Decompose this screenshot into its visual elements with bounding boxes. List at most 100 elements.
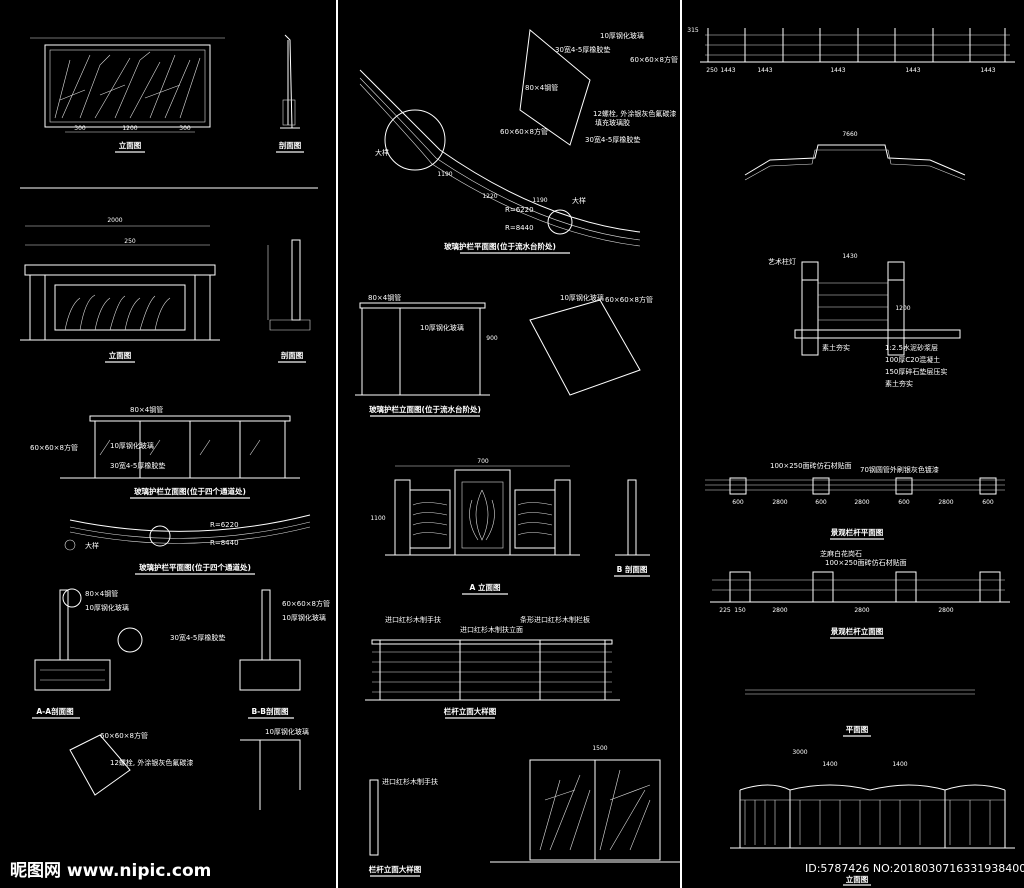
railing-section-detail: 1430 1200 艺术柱灯 素土夯实 1:2.5水泥砂浆层 100厚C20混凝… [768,253,961,388]
dim-label: 1400 [892,761,907,768]
dim-label: 600 [982,499,994,506]
annotation: 12螺栓, 外涂银灰色氟碳漆 [593,109,676,118]
dim-label: 2800 [772,499,787,506]
river-section: 7660 [744,131,966,181]
annotation: 1:2.5水泥砂浆层 [885,343,938,352]
dim-label: 2000 [107,217,122,224]
dim-label: 225 [719,607,731,614]
annotation: 100×250面砖仿石材贴面 [825,558,907,567]
annotation: 大样 [375,148,389,157]
dim-label: 2800 [854,607,869,614]
drawing-title: 立面图 [109,350,132,360]
drawing-title: 景观栏杆平面图 [831,527,884,537]
dim-label: 1220 [482,193,497,200]
drawing-title: 立面图 [846,874,869,884]
left-elevation-1: 1200 300 300 立面图 [30,37,225,153]
annotation: 填充玻璃胶 [595,118,630,127]
annotation: 100×250面砖仿石材贴面 [770,461,852,470]
watermark-id: ID:5787426 NO:20180307163319384000 [805,862,1024,875]
dim-label: 2800 [938,607,953,614]
dim-label: 2800 [938,499,953,506]
a-elevation: 700 1100 A 立面图 [370,458,580,595]
drawing-title: 景观栏杆立面图 [831,626,884,636]
dim-label: R=6220 [210,521,239,529]
drawing-title: 玻璃护栏立面图(位于流水台阶处) [369,404,481,414]
plan-view: 平面图 [745,689,975,737]
drawing-title: A 立面图 [470,582,501,592]
dim-label: 1443 [757,67,772,74]
annotation: 30宽4-5厚橡胶垫 [170,633,225,642]
annotation: 70钢圆管外刷银灰色镀漆 [860,465,939,474]
dim-label: 150 [734,607,746,614]
drawing-title: 玻璃护栏平面图(位于流水台阶处) [444,241,556,251]
elevation-view: 3000 1400 1400 立面图 [730,749,1015,886]
annotation: 芝麻白花岗石 [820,549,862,558]
dim-label: 1190 [532,197,547,204]
annotation: 80×4钢管 [525,83,558,92]
landscape-railing-plan: 100×250面砖仿石材贴面 70钢圆管外刷银灰色镀漆 600 2800 600… [705,461,1005,540]
annotation: 10厚钢化玻璃 [560,293,604,302]
annotation: 150厚碎石垫层压实 [885,367,947,376]
dim-label: 1190 [437,171,452,178]
glass-railing-elevation-channels: 80×4钢管 10厚钢化玻璃 60×60×8方管 30宽4-5厚橡胶垫 玻璃护栏… [30,405,300,499]
annotation: 10厚钢化玻璃 [282,613,326,622]
dim-label: 3000 [792,749,807,756]
left-section-2: 剖面图 [267,239,311,363]
landscape-railing-top-elevation: 315 250 1443 1443 1443 1443 1443 [687,27,1015,74]
dim-label: 1500 [592,745,607,752]
drawing-title: 栏杆立面大样图 [369,864,422,874]
railing-detail-2: 进口红杉木制手扶 栏杆立面大样图 1500 [369,745,680,877]
aa-section: 10厚钢化玻璃 80×4钢管 A-A剖面图 [32,588,129,719]
annotation: 30宽4-5厚橡胶垫 [555,45,610,54]
watermark-site: 昵图网 www.nipic.com [10,861,211,881]
annotation: 进口红杉木制扶立面 [460,625,523,634]
dim-label: 1400 [822,761,837,768]
drawing-title: 平面图 [846,725,869,734]
dim-label: 1200 [895,305,910,312]
drawing-title: 剖面图 [281,350,304,360]
dim-label: 315 [687,27,699,34]
left-section-1: 剖面图 [276,34,304,153]
annotation: 80×4钢管 [130,405,163,414]
dim-label: R=8440 [210,539,239,547]
annotation: 60×60×8方管 [605,295,653,304]
drawing-title: A-A剖面图 [36,706,74,716]
drawing-title: 玻璃护栏立面图(位于四个通道处) [134,486,246,496]
dim-label: R=6220 [505,206,534,214]
glass-railing-plan-channels: 大样 R=6220 R=8440 玻璃护栏平面图(位于四个通道处) [64,514,311,575]
dim-label: 1200 [122,125,137,132]
drawing-title: 栏杆立面大样图 [444,706,497,716]
annotation: 60×60×8方管 [30,443,78,452]
annotation: 素土夯实 [885,379,913,388]
dim-label: 1443 [720,67,735,74]
drawing-title: 立面图 [119,140,142,150]
annotation: 30宽4-5厚橡胶垫 [585,135,640,144]
drawing-title: 剖面图 [279,140,302,150]
dim-label: 1443 [830,67,845,74]
b-section: B 剖面图 [614,479,650,577]
annotation: 60×60×8方管 [282,599,330,608]
dim-label: 1430 [842,253,857,260]
left-elevation-2: 2000 250 立面图 [20,217,220,363]
dim-label: 250 [124,238,136,245]
annotation: 10厚钢化玻璃 [110,441,154,450]
landscape-railing-elevation: 芝麻白花岗石 100×250面砖仿石材贴面 225 150 2800 2800 … [710,549,1010,639]
dim-label: 700 [477,458,489,465]
annotation: 10厚钢化玻璃 [265,727,309,736]
annotation: 大样 [85,541,99,550]
annotation: 80×4钢管 [368,293,401,302]
drawing-title: B-B剖面图 [251,706,289,716]
dim-label: 1443 [980,67,995,74]
annotation: 10厚钢化玻璃 [600,31,644,40]
dim-label: 1100 [370,515,385,522]
annotation: 条形进口红杉木制栏板 [520,615,590,624]
dim-label: R=8440 [505,224,534,232]
railing-detail-1: 进口红杉木制手扶 进口红杉木制扶立面 条形进口红杉木制栏板 栏杆立面大样图 [365,615,620,719]
annotation: 10厚钢化玻璃 [420,323,464,332]
glass-railing-elevation-steps: 80×4钢管 10厚钢化玻璃 900 玻璃护栏立面图(位于流水台阶处) 10厚钢… [355,293,653,417]
detail-nodes: 60×60×8方管 12螺栓, 外涂银灰色氟碳漆 10厚钢化玻璃 [69,727,309,810]
dim-label: 2800 [772,607,787,614]
dim-label: 300 [179,125,191,132]
dim-label: 1443 [905,67,920,74]
drawing-title: 玻璃护栏平面图(位于四个通道处) [139,562,251,572]
